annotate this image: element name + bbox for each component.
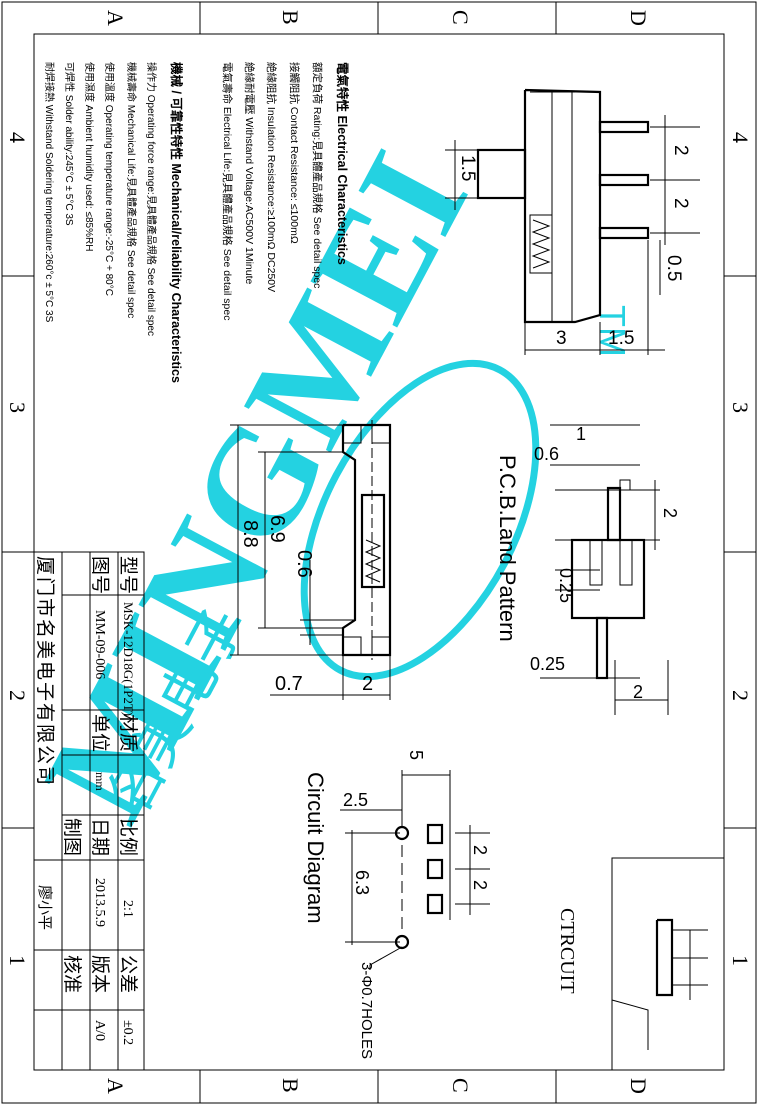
dim-pcb-5: 0.25	[530, 654, 565, 674]
mechanical-line-4: 使用濕度 Ambient humidity used: ≤85%RH	[83, 62, 96, 251]
electrical-line-5: 電氣壽命 Electrical Life:見具體產品規格 See detail …	[221, 62, 234, 321]
dim-side-5: 3	[556, 328, 567, 349]
row-label-4-right: 4	[728, 132, 753, 143]
ctrcuit-label: CTRCUIT	[556, 908, 578, 994]
dim-side-6: 1.5	[608, 328, 634, 349]
pcb-title: P.C.B.Land Pattern	[495, 455, 520, 642]
dim-side-2: 2	[670, 145, 691, 156]
electrical-line-3: 絶緣阻抗 Insulation Resistance:≥100mΩ DC250V	[265, 62, 278, 292]
dim-circuit-3: 2	[470, 845, 490, 855]
dim-top-2: 6.9	[266, 515, 288, 543]
side-view	[445, 88, 700, 355]
material-label: 材质	[117, 714, 139, 752]
col-label-b-top: B	[278, 10, 303, 25]
holes-label: 3-Φ0.7HOLES	[358, 962, 375, 1059]
electrical-line-2: 接觸阻抗 Contact Resistance: ≤100mΩ	[288, 62, 301, 244]
dim-pcb-3: 2	[660, 508, 680, 518]
row-label-3-right: 3	[728, 402, 753, 413]
row-label-1-right: 1	[728, 955, 753, 966]
electrical-line-1: 額定負荷 Rating:見具體產品規格 See detail spec	[311, 62, 324, 288]
col-label-a-top: A	[103, 10, 128, 26]
row-label-4-left: 4	[5, 132, 30, 143]
dim-top-5: 2	[362, 673, 373, 695]
row-label-2-right: 2	[728, 690, 753, 701]
dim-circuit-4: 2	[470, 880, 490, 890]
row-label-1-left: 1	[5, 955, 30, 966]
mechanical-line-1: 操作力 Operating force range:見具體產品規格 See de…	[145, 62, 158, 336]
dim-top-3: 0.6	[293, 550, 315, 578]
col-label-b-bottom: B	[278, 1078, 303, 1093]
col-label-c-bottom: C	[448, 1078, 473, 1093]
electrical-title: 電氣特性 Electrical Characteristics	[335, 62, 350, 265]
tolerance-value: ±0.2	[120, 1020, 135, 1045]
col-label-d-top: D	[626, 10, 651, 26]
dim-pcb-1: 1	[576, 424, 586, 444]
circuit-pattern	[340, 770, 490, 970]
dim-top-1: 8.8	[239, 520, 261, 548]
col-label-a-bottom: A	[103, 1078, 128, 1094]
model-label: 型号	[117, 556, 139, 594]
spec-block: 電氣特性 Electrical Characteristics 額定負荷 Rat…	[43, 62, 350, 383]
dim-pcb-2: 0.6	[534, 444, 559, 464]
mechanical-line-3: 使用溫度 Operating temperature range:-25°C +…	[103, 62, 116, 296]
model-value: MSK-12D18G(1P2T)	[121, 602, 136, 716]
mechanical-line-6: 耐焊接熱 Withstand Soldering temperature:260…	[43, 62, 56, 323]
version-value: A/0	[92, 1020, 107, 1041]
dim-pcb-6: 2	[633, 682, 643, 702]
scale-label: 比例	[117, 818, 139, 856]
col-label-c-top: C	[448, 10, 473, 25]
company-name: 厦门市名美电子有限公司	[34, 556, 56, 787]
row-label-2-left: 2	[5, 690, 30, 701]
dim-side-3: 2	[670, 198, 691, 209]
dim-circuit-2: 2.5	[343, 790, 368, 810]
dim-side-4: 0.5	[663, 255, 684, 281]
electrical-line-4: 絶緣耐電壓 Withstand Voltage:AC500V 1Minute	[243, 62, 256, 285]
circuit-title: Circuit Diagram	[303, 772, 328, 924]
version-label: 版本	[89, 955, 111, 993]
date-value: 2013.5.9	[92, 878, 107, 927]
pcb-pattern	[540, 424, 669, 715]
drafter-value: 廖小平	[36, 885, 54, 930]
mechanical-line-5: 可焊性 Solder ability:245°C ± 5°C 3S	[63, 62, 76, 226]
col-label-d-bottom: D	[626, 1078, 651, 1094]
drafter-label: 制图	[61, 818, 83, 856]
watermark-tm: TM	[592, 305, 633, 357]
ctrcuit-block	[611, 857, 725, 1071]
mechanical-title: 機械 / 可靠性特性 Mechanical/reliability Charac…	[169, 62, 184, 383]
drawing-no-value: MM-09-006	[92, 610, 107, 679]
approve-label: 核准	[61, 955, 83, 993]
mechanical-line-2: 機械壽命 Mechanical Life:見具體產品規格 See detail …	[125, 62, 138, 318]
date-label: 日期	[89, 818, 111, 856]
dim-circuit-5: 6.3	[352, 870, 372, 895]
row-label-3-left: 3	[5, 402, 30, 413]
top-view	[230, 420, 392, 700]
dim-pcb-4: 0.25	[556, 568, 576, 603]
scale-value: 2:1	[120, 900, 135, 918]
dim-top-4: 0.7	[275, 673, 303, 695]
unit-label: 单位	[89, 714, 111, 752]
dim-side-1: 1.5	[457, 155, 478, 181]
dim-circuit-1: 5	[406, 750, 426, 760]
drawing-no-label: 图号	[89, 556, 110, 594]
title-block	[33, 551, 145, 1071]
unit-value: mm	[93, 772, 107, 791]
tolerance-label: 公差	[117, 955, 139, 993]
